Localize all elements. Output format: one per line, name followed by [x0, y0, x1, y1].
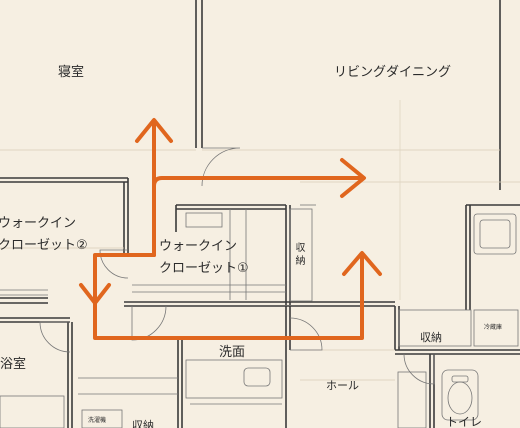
room-label-washing-machine: 洗濯機	[88, 417, 107, 424]
room-label-washroom: 洗面	[219, 345, 246, 360]
room-label-storage-bottom: 収納	[132, 419, 154, 428]
room-label-toilet: トイレ	[446, 415, 483, 428]
room-label-walkin-closet-2-line1: ウォークイン	[0, 216, 77, 231]
room-label-walkin-closet-2-line2: クローゼット②	[0, 238, 88, 253]
room-label-walkin-closet-1-line1: ウォークイン	[159, 239, 238, 254]
room-label-walkin-closet-2: ウォークイン クローゼット②	[0, 213, 88, 257]
room-label-refrigerator: 冷蔵庫	[484, 324, 503, 331]
room-label-living-dining: リビングダイニング	[334, 65, 452, 80]
room-label-hall: ホール	[326, 379, 359, 392]
room-label-storage-hall: 収納	[420, 331, 442, 344]
room-label-bedroom: 寝室	[58, 65, 85, 80]
room-label-storage-vertical: 収納	[293, 242, 304, 268]
room-label-walkin-closet-1-line2: クローゼット①	[159, 261, 249, 276]
room-label-walkin-closet-1: ウォークイン クローゼット①	[159, 236, 249, 280]
arrow-icon	[79, 118, 382, 340]
room-label-bathroom: 浴室	[0, 357, 27, 372]
fixtures	[0, 100, 520, 428]
